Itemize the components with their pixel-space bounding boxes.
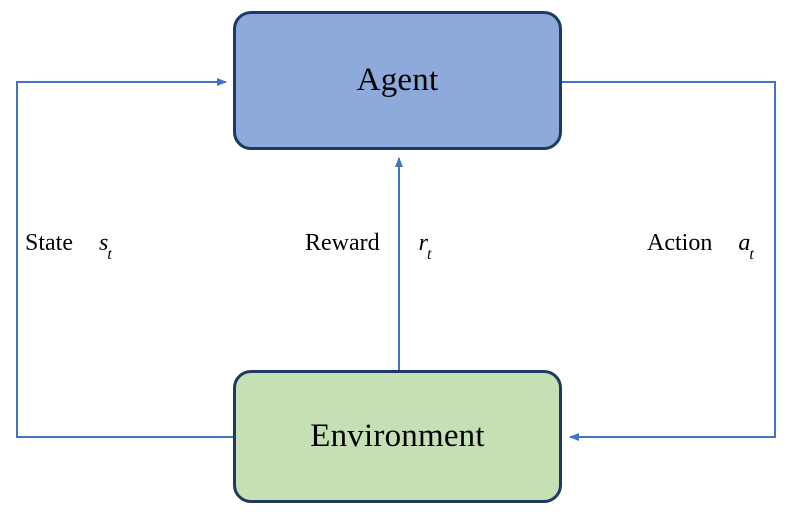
agent-node-label: Agent bbox=[356, 62, 439, 98]
reward-label-text: Reward bbox=[305, 230, 380, 256]
action-variable: a bbox=[738, 230, 751, 256]
environment-node-label: Environment bbox=[310, 418, 485, 454]
state-variable: s bbox=[99, 230, 109, 256]
reward-edge-label: Reward rt bbox=[305, 230, 432, 263]
reward-subscript: t bbox=[426, 245, 432, 263]
environment-node[interactable]: Environment bbox=[233, 370, 562, 503]
reward-variable: r bbox=[418, 230, 428, 256]
agent-node[interactable]: Agent bbox=[233, 11, 562, 150]
state-label-text: State bbox=[25, 230, 73, 256]
action-label-text: Action bbox=[647, 230, 713, 256]
action-subscript: t bbox=[749, 245, 754, 263]
state-subscript: t bbox=[107, 245, 112, 263]
